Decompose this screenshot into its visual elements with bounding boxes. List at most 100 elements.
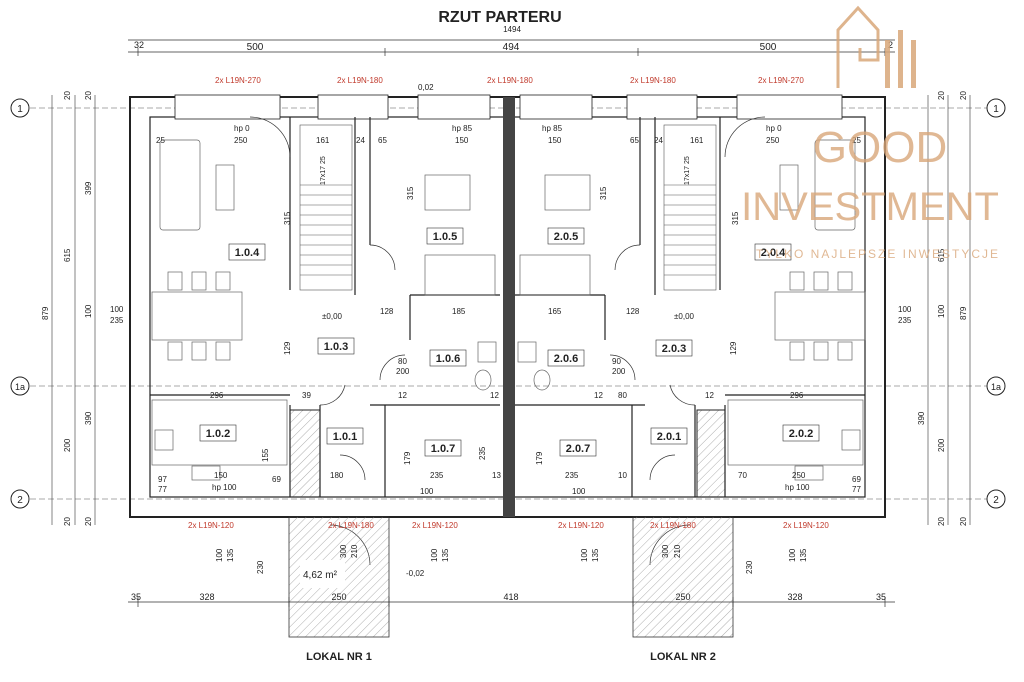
dim-100-b2: 100 [430,548,439,562]
left-dim-a: 20 [63,91,72,100]
dim-300-right: 300 [661,544,670,558]
axis-1a-left: 1a [15,382,25,392]
right-dim-b: 20 [959,91,968,100]
dim-65-right: 65 [630,136,639,145]
dim-77-left: 77 [158,485,167,494]
dim-129-right: 129 [729,341,738,355]
dim-161-left: 161 [316,136,330,145]
window-bottom-1: 2x L19N-120 [188,521,234,530]
dim-135-b4: 135 [799,548,808,562]
plan-title: RZUT PARTERU [438,9,561,26]
left-dim-labels: 20 20 399 615 879 100 390 200 20 20 20 2… [41,91,968,526]
dim-161-right: 161 [690,136,704,145]
right-dim-d: 879 [959,306,968,320]
dim-250-left: 250 [234,136,248,145]
dim-200-a: 200 [396,367,410,376]
room-2-0-7: 2.0.7 [566,443,590,455]
dim-77-right: 77 [852,485,861,494]
interior-dims: hp 0 250 hp 0 250 25 25 161 161 24 24 65… [110,124,912,574]
level-top: 0,02 [418,83,434,92]
dim-315-b: 315 [283,211,292,225]
window-bottom-5: 2x L19N-180 [650,521,696,530]
dim-135-b3: 135 [591,548,600,562]
top-dim-2: 500 [247,42,264,53]
bottom-dim-6: 328 [787,592,802,602]
left-dim-g: 390 [84,411,93,425]
right-dim-a: 20 [937,91,946,100]
room-2-0-3: 2.0.3 [662,343,686,355]
room-1-0-5: 1.0.5 [433,231,457,243]
dim-235-b: 235 [565,471,579,480]
axis-markers [10,98,1006,509]
dim-150-right: 150 [548,136,562,145]
bottom-dim-4: 418 [503,592,518,602]
dim-296-left: 296 [210,391,224,400]
shaft-right [696,409,726,498]
right-dim-i: 20 [959,517,968,526]
dim-135-b2: 135 [441,548,450,562]
dim-210-left: 210 [350,544,359,558]
window-bottom-2: 2x L19N-180 [328,521,374,530]
shaft-left [289,409,321,498]
room-2-0-5: 2.0.5 [554,231,578,243]
axis-1a-right: 1a [991,382,1001,392]
window-top-1: 2x L19N-270 [215,76,261,85]
room-1-0-7: 1.0.7 [431,443,455,455]
window-top-5: 2x L19N-270 [758,76,804,85]
dim-100-door-right: 100 [572,487,586,496]
top-dim-1: 32 [134,40,144,50]
dim-12-a: 12 [398,391,407,400]
watermark-tagline: TYLKO NAJLEPSZE INWESTYCJE [756,247,1000,261]
window-bottom-4: 2x L19N-120 [558,521,604,530]
right-dim-c: 615 [937,248,946,262]
dim-100-b4: 100 [788,548,797,562]
room-2-0-1: 2.0.1 [657,431,681,443]
left-dim-j: 20 [84,517,93,526]
top-windows [174,94,843,120]
dim-165: 165 [548,307,562,316]
dim-128-right: 128 [626,307,640,316]
dim-200-b: 200 [612,367,626,376]
level-marks: 0,02 ±0,00 ±0,00 -0,02 [322,83,695,578]
window-labels: 2x L19N-270 2x L19N-180 2x L19N-180 2x L… [188,76,829,530]
level-right: ±0,00 [674,312,695,321]
unit-label-2: LOKAL NR 2 [650,651,716,663]
bottom-dimension-line [128,597,895,607]
entrance-terraces [288,516,734,638]
dim-100-door-left: 100 [420,487,434,496]
bottom-dim-2: 328 [199,592,214,602]
left-dim-d: 615 [63,248,72,262]
watermark-good: GOOD [813,123,947,172]
room-2-0-2: 2.0.2 [789,428,813,440]
right-dim-e: 100 [937,304,946,318]
party-wall [503,97,515,517]
right-dim-g: 200 [937,438,946,452]
dim-100-left: 100 [110,305,124,314]
dim-hp85-left: hp 85 [452,124,473,133]
dim-128-left: 128 [380,307,394,316]
stairs-left [299,124,353,291]
dim-300-left: 300 [339,544,348,558]
dim-80-e: 80 [618,391,627,400]
dim-180: 180 [330,471,344,480]
left-dim-f: 100 [84,304,93,318]
dim-24-right: 24 [654,136,663,145]
dim-12-b: 12 [490,391,499,400]
right-dim-h: 20 [937,517,946,526]
dim-70: 70 [738,471,747,480]
axis-2-left: 2 [17,495,23,506]
dim-100-b1: 100 [215,548,224,562]
dim-210-right: 210 [673,544,682,558]
dim-235-c: 235 [478,446,487,460]
dim-315-c: 315 [599,186,608,200]
dim-25-left: 25 [156,136,165,145]
top-dim-3: 494 [503,42,520,53]
room-1-0-4: 1.0.4 [235,247,260,259]
dim-25-right: 25 [852,136,861,145]
stairs-right [663,124,717,291]
dim-hp0-left: hp 0 [234,124,250,133]
dim-100-right: 100 [898,305,912,314]
dim-315-d: 315 [731,211,740,225]
